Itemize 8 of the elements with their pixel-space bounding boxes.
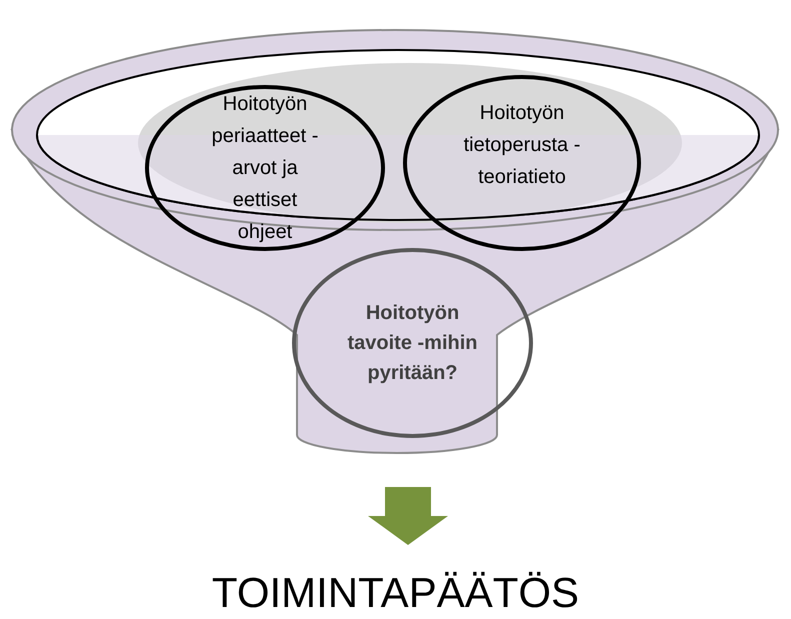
circle — [292, 248, 533, 438]
circle — [145, 85, 385, 251]
circle — [403, 75, 641, 251]
circle-text: Hoitotyön periaatteet - arvot ja eettiset ohjeet — [210, 92, 320, 245]
arrow — [368, 487, 448, 545]
circle-text: Hoitotyön tietoperusta - teoriatieto — [462, 101, 582, 190]
circle-text: Hoitotyön tavoite -mihin pyritään? — [346, 301, 478, 386]
result-text: TOIMINTAPÄÄTÖS — [212, 572, 580, 614]
